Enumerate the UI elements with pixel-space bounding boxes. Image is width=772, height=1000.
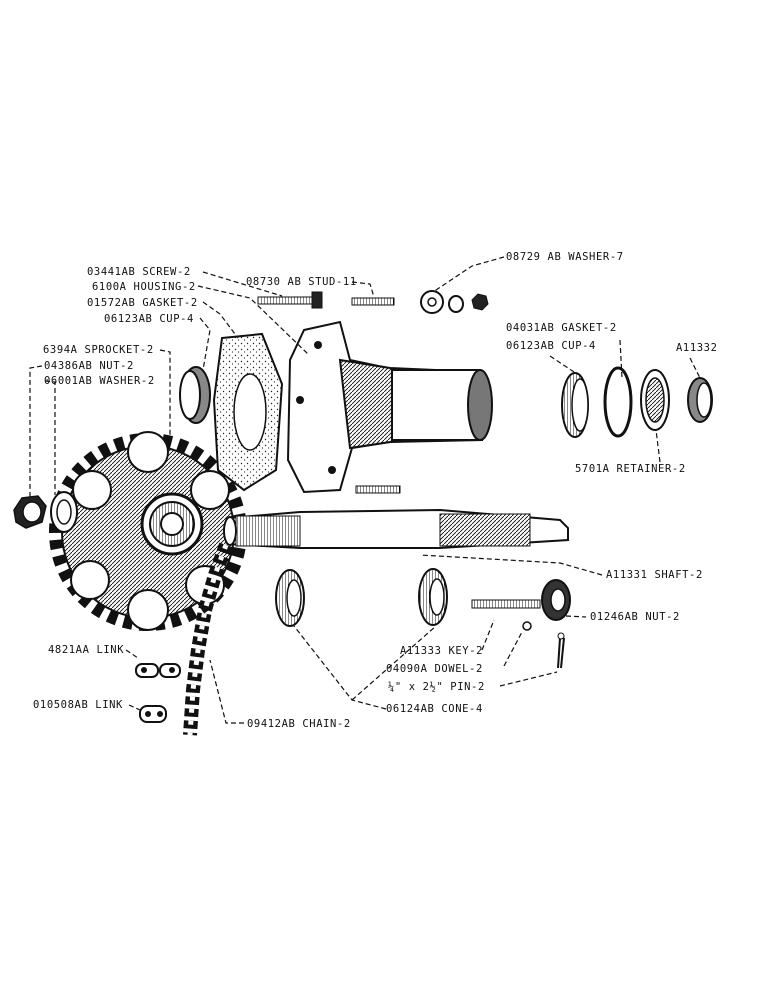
label-screw: 03441AB SCREW-2 bbox=[87, 266, 191, 278]
pin-part bbox=[557, 632, 565, 669]
key-part bbox=[471, 599, 541, 609]
label-link-b: 010508AB LINK bbox=[33, 699, 123, 711]
label-shaft: A11331 SHAFT-2 bbox=[606, 569, 703, 581]
label-link-a: 4821AA LINK bbox=[48, 644, 124, 656]
shaft-part bbox=[223, 508, 569, 549]
retainer-part bbox=[640, 369, 670, 431]
gasket-left-part bbox=[212, 332, 284, 492]
label-cone: 06124AB CONE-4 bbox=[386, 703, 483, 715]
labels: 03441AB SCREW-2 6100A HOUSING-2 01572AB … bbox=[33, 251, 718, 730]
label-washer-top: 08729 AB WASHER-7 bbox=[506, 251, 624, 263]
label-dowel: 04090A DOWEL-2 bbox=[386, 663, 483, 675]
stud-top-part bbox=[351, 297, 395, 306]
label-stud: 08730 AB STUD-11 bbox=[246, 276, 357, 288]
label-gasket-left: 01572AB GASKET-2 bbox=[87, 297, 198, 309]
housing-part bbox=[286, 320, 493, 494]
label-gasket-right: 04031AB GASKET-2 bbox=[506, 322, 617, 334]
washer-top-parts bbox=[420, 290, 489, 314]
label-nut-left: 04386AB NUT-2 bbox=[44, 360, 134, 372]
dowel-part bbox=[522, 621, 532, 631]
cup-left-part bbox=[179, 366, 211, 424]
label-nut-right: 01246AB NUT-2 bbox=[590, 611, 680, 623]
label-chain: 09412AB CHAIN-2 bbox=[247, 718, 351, 730]
label-key: A11333 KEY-2 bbox=[400, 645, 483, 657]
cone-left-part bbox=[275, 569, 305, 627]
label-retainer: 5701A RETAINER-2 bbox=[575, 463, 686, 475]
label-housing: 6100A HOUSING-2 bbox=[92, 281, 196, 293]
link-b-part bbox=[139, 705, 167, 723]
leader-lines bbox=[29, 256, 701, 724]
sprocket-part bbox=[49, 431, 247, 631]
label-sprocket: 6394A SPROCKET-2 bbox=[43, 344, 154, 356]
gasket-right-part bbox=[603, 366, 633, 438]
washer-left-part bbox=[50, 491, 78, 533]
nut-left-part bbox=[13, 495, 47, 529]
label-cup-right: 06123AB CUP-4 bbox=[506, 340, 596, 352]
cup-right-part bbox=[561, 372, 589, 438]
chain-part bbox=[183, 542, 233, 736]
stud-bottom-part bbox=[355, 485, 401, 494]
label-seal: A11332 bbox=[676, 342, 718, 354]
nut-right-part bbox=[541, 579, 571, 621]
seal-part bbox=[687, 377, 713, 423]
link-a-part bbox=[135, 663, 181, 678]
label-cup-left: 06123AB CUP-4 bbox=[104, 313, 194, 325]
screw-part bbox=[257, 291, 323, 309]
cone-right-part bbox=[418, 568, 448, 626]
label-washer-left: 06001AB WASHER-2 bbox=[44, 375, 155, 387]
label-pin: ¼" x 2½" PIN-2 bbox=[388, 681, 485, 693]
